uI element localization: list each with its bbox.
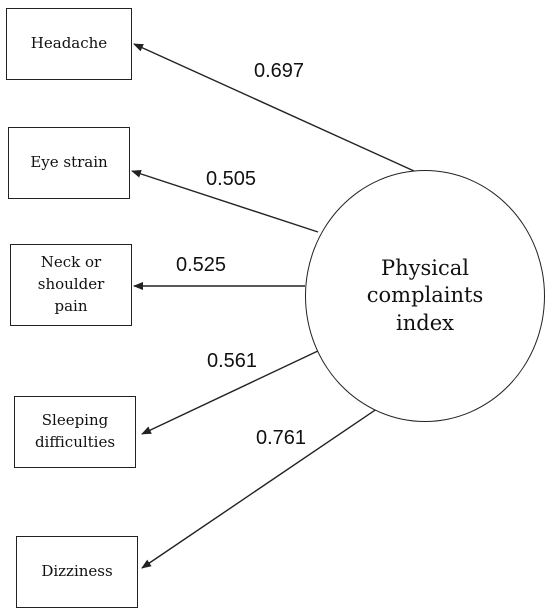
loading-neck-shoulder-pain: 0.525	[176, 254, 227, 276]
arrow-eye-strain	[131, 170, 319, 233]
indicator-dizziness: Dizziness	[16, 536, 138, 608]
loading-headache: 0.697	[254, 60, 305, 82]
loading-sleeping-difficulties: 0.561	[207, 350, 258, 372]
latent-factor-label: Physical complaints index	[366, 256, 484, 335]
indicator-label: Sleeping difficulties	[34, 411, 116, 451]
indicator-label: Headache	[30, 34, 108, 53]
indicator-label: Eye strain	[30, 153, 108, 172]
indicator-neck-shoulder-pain: Neck or shoulder pain	[10, 244, 132, 326]
loading-dizziness: 0.761	[256, 427, 307, 449]
indicator-label: Neck or shoulder pain	[37, 253, 105, 315]
indicator-eye-strain: Eye strain	[8, 127, 130, 199]
latent-factor-ellipse: Physical complaints index	[305, 170, 545, 422]
loading-eye-strain: 0.505	[206, 168, 257, 190]
arrow-dizziness	[141, 397, 394, 569]
indicator-sleeping-difficulties: Sleeping difficulties	[14, 396, 136, 468]
indicator-label: Dizziness	[41, 562, 113, 581]
arrow-headache	[133, 43, 426, 177]
indicator-headache: Headache	[6, 8, 132, 80]
arrow-sleeping-difficulties	[141, 349, 321, 435]
